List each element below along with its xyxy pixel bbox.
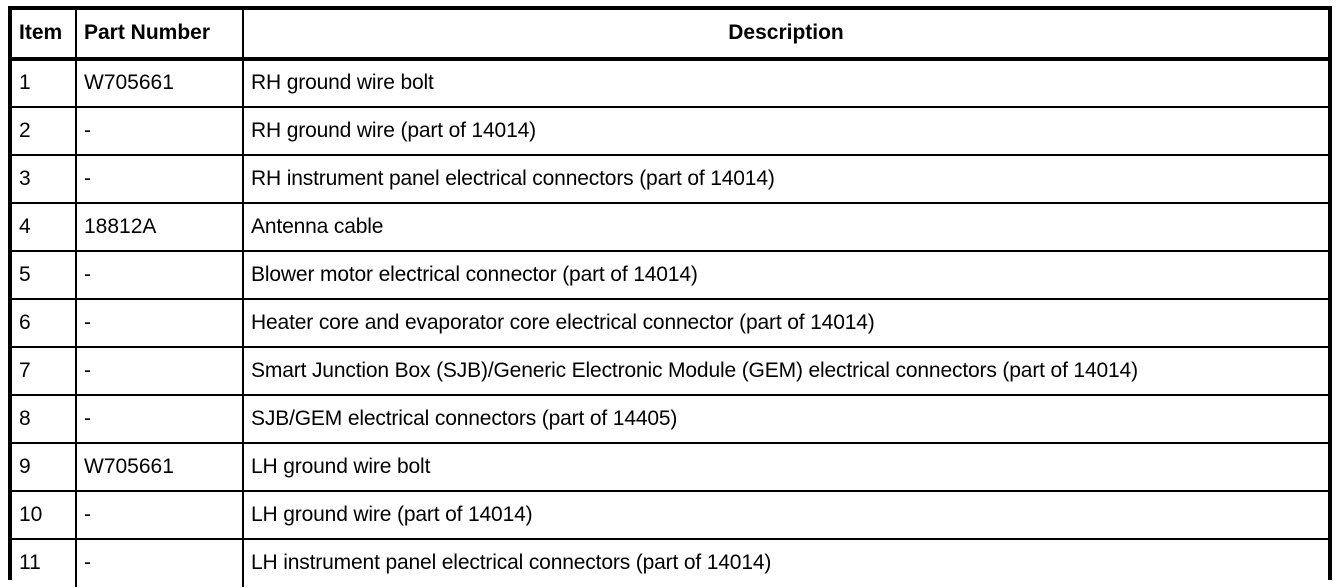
column-header-description: Description [243, 10, 1328, 61]
cell-part-number: - [76, 107, 244, 156]
cell-part-number: W705661 [76, 443, 244, 492]
cell-description: Smart Junction Box (SJB)/Generic Electro… [243, 347, 1328, 396]
cell-description: LH instrument panel electrical connector… [243, 539, 1328, 587]
cell-item: 9 [12, 443, 77, 492]
cell-part-number: - [76, 395, 244, 444]
cell-item: 1 [12, 59, 77, 108]
cell-description: RH ground wire bolt [243, 59, 1328, 108]
cell-part-number: 18812A [76, 203, 244, 252]
cell-description: Heater core and evaporator core electric… [243, 299, 1328, 348]
cell-description: RH ground wire (part of 14014) [243, 107, 1328, 156]
cell-description: RH instrument panel electrical connector… [243, 155, 1328, 204]
cell-part-number: - [76, 539, 244, 587]
cell-description: Blower motor electrical connector (part … [243, 251, 1328, 300]
cell-part-number: W705661 [76, 59, 244, 108]
table-row: 7-Smart Junction Box (SJB)/Generic Elect… [12, 347, 1328, 396]
cell-part-number: - [76, 347, 244, 396]
cell-item: 11 [12, 539, 77, 587]
table-row: 3-RH instrument panel electrical connect… [12, 155, 1328, 204]
cell-part-number: - [76, 155, 244, 204]
cell-item: 6 [12, 299, 77, 348]
cell-item: 8 [12, 395, 77, 444]
cell-part-number: - [76, 491, 244, 540]
cell-part-number: - [76, 251, 244, 300]
table-row: 11-LH instrument panel electrical connec… [12, 539, 1328, 587]
table-header: Item Part Number Description [12, 10, 1328, 61]
cell-item: 5 [12, 251, 77, 300]
column-header-part-number: Part Number [76, 10, 244, 61]
table-row: 5-Blower motor electrical connector (par… [12, 251, 1328, 300]
cell-description: Antenna cable [243, 203, 1328, 252]
column-header-item: Item [12, 10, 77, 61]
table-row: 10-LH ground wire (part of 14014) [12, 491, 1328, 540]
cell-description: LH ground wire bolt [243, 443, 1328, 492]
cell-description: SJB/GEM electrical connectors (part of 1… [243, 395, 1328, 444]
cell-description: LH ground wire (part of 14014) [243, 491, 1328, 540]
header-row: Item Part Number Description [12, 10, 1328, 61]
cell-item: 4 [12, 203, 77, 252]
cell-item: 7 [12, 347, 77, 396]
cell-part-number: - [76, 299, 244, 348]
cell-item: 10 [12, 491, 77, 540]
table-row: 8-SJB/GEM electrical connectors (part of… [12, 395, 1328, 444]
cell-item: 2 [12, 107, 77, 156]
cell-item: 3 [12, 155, 77, 204]
table-row: 6-Heater core and evaporator core electr… [12, 299, 1328, 348]
table-row: 2-RH ground wire (part of 14014) [12, 107, 1328, 156]
